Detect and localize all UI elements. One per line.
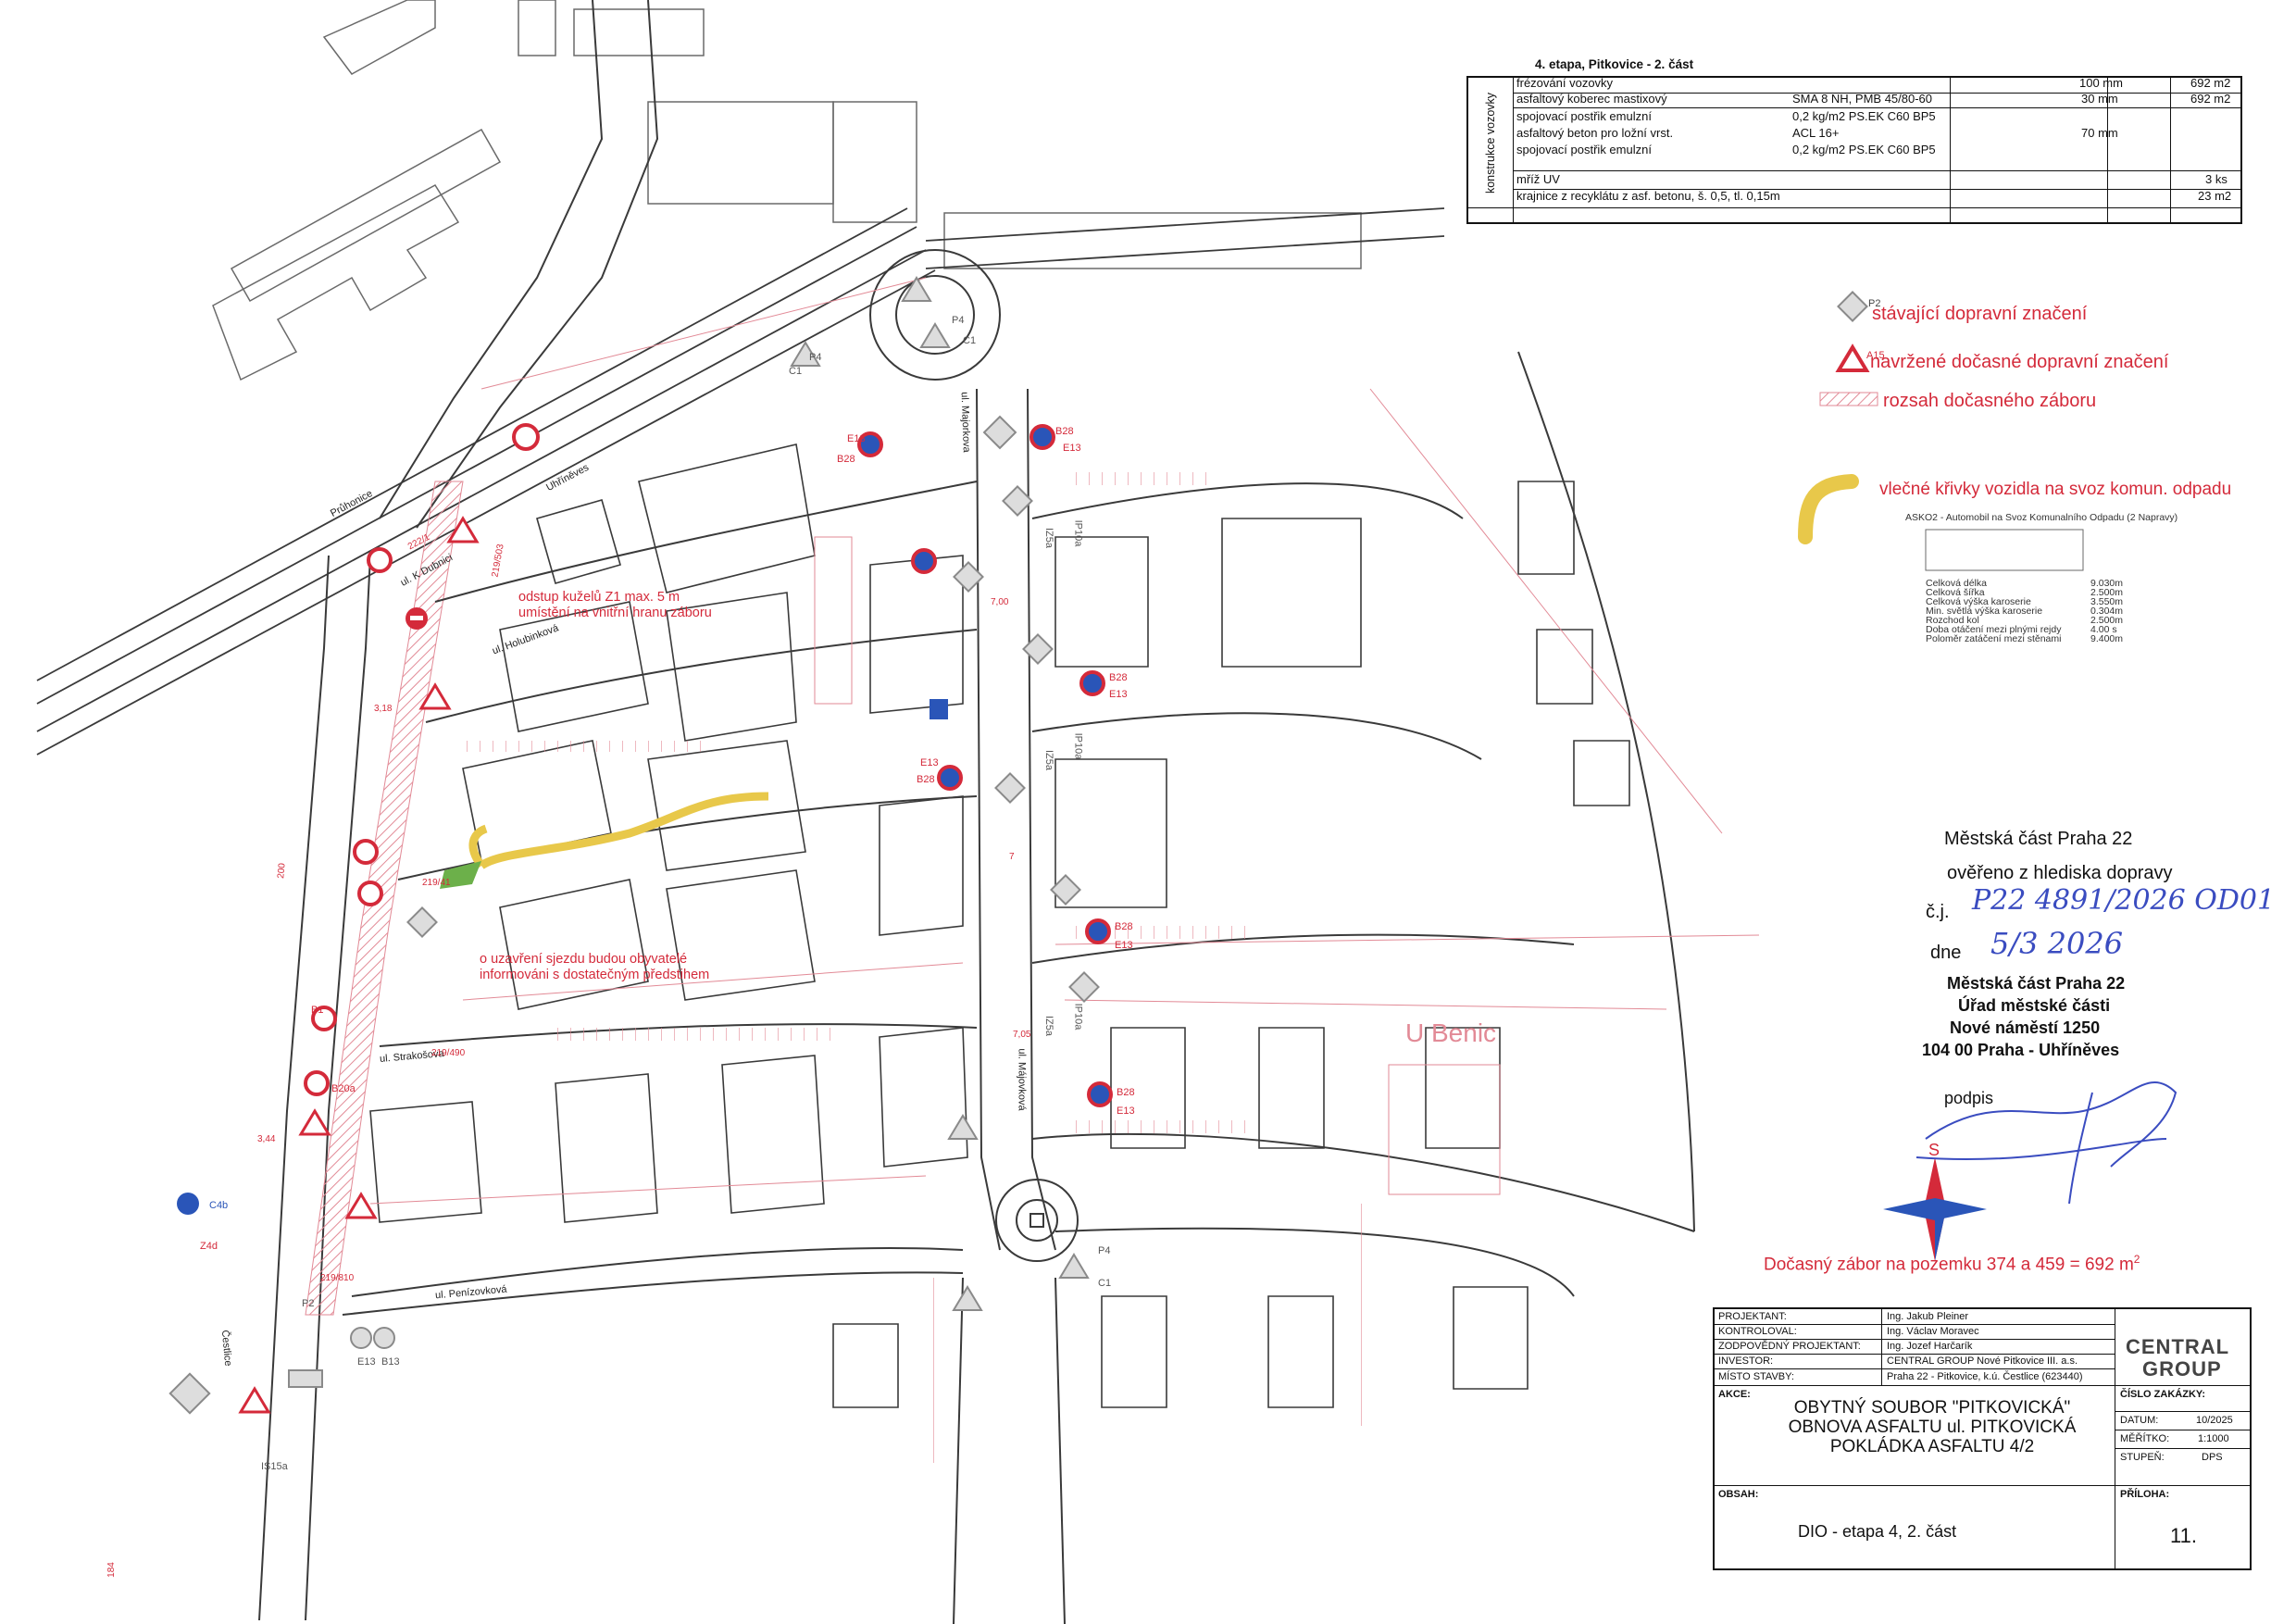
occupation-hatch	[305, 481, 464, 1316]
quantity-row-1: frézování vozovky 100 mm 692 m2	[1516, 76, 2231, 90]
stamp-ref-label: č.j.	[1926, 902, 1950, 922]
occupation-total: Dočasný zábor na pozemku 374 a 459 = 692…	[1764, 1253, 2140, 1275]
quantity-row-6: mříž UV 3 ks	[1516, 172, 2227, 186]
quantity-row-4: asfaltový beton pro ložní vrst. ACL 16+ …	[1516, 126, 2118, 140]
buildings	[369, 443, 1630, 1408]
quantity-table-grid: konstrukce vozovky	[1466, 76, 2242, 224]
stamp-ref-value: P22 4891/2026 OD01	[1972, 884, 2276, 917]
parking-bays	[463, 472, 1365, 1463]
tb-scale-label: MĚŘÍTKO:	[2120, 1433, 2170, 1444]
stamp-authority: Městská část Praha 22	[1944, 829, 2133, 849]
tb-date-label: DATUM:	[2120, 1415, 2159, 1426]
existing-signs	[168, 276, 1100, 1415]
tb-role-label-5: MÍSTO STAVBY:	[1718, 1371, 1794, 1382]
quantity-table-side-label: konstrukce vozovky	[1484, 92, 1498, 194]
legend-proposed: navržené dočasné dopravní značení	[1870, 352, 2169, 372]
tb-role-value-1: Ing. Jakub Pleiner	[1887, 1311, 1969, 1322]
legend-existing: stávající dopravní značení	[1872, 304, 2088, 324]
tb-annex: 11.	[2170, 1524, 2197, 1547]
tb-date-value: 10/2025	[2196, 1415, 2233, 1426]
internal-streets	[342, 351, 1695, 1624]
turning-curve	[440, 792, 769, 889]
quantity-table-title: 4. etapa, Pitkovice - 2. část	[1535, 57, 1694, 71]
tb-action-label: AKCE:	[1718, 1389, 1751, 1400]
tb-stage-value: DPS	[2202, 1452, 2223, 1463]
tb-order-label: ČÍSLO ZAKÁZKY:	[2120, 1389, 2206, 1400]
quantity-table: 4. etapa, Pitkovice - 2. část konstrukce…	[1466, 57, 2242, 224]
legend-turning-curves: vlečné křivky vozidla na svoz komun. odp…	[1879, 480, 2232, 499]
legend-proposed-code: A15	[1866, 350, 1885, 361]
north-label: S	[1928, 1141, 1940, 1159]
quantity-row-3: spojovací postřik emulzní 0,2 kg/m2 PS.E…	[1516, 109, 1936, 123]
company-logo-bottom: GROUP	[2142, 1357, 2222, 1380]
legend-existing-code: P2	[1868, 298, 1881, 309]
tb-annex-label: PŘÍLOHA:	[2120, 1489, 2170, 1500]
tb-action-lines: OBYTNÝ SOUBOR "PITKOVICKÁ" OBNOVA ASFALT…	[1788, 1398, 2077, 1456]
railway-lines	[36, 207, 1445, 756]
street-majorkova-top: ul. Majorkova	[958, 392, 972, 453]
stamp-date-value: 5/3 2026	[1990, 926, 2124, 961]
quantity-row-2: asfaltový koberec mastixový SMA 8 NH, PM…	[1516, 92, 2231, 106]
north-arrow	[1883, 1157, 1987, 1261]
street-majovkova: ul. Májovková	[1016, 1048, 1028, 1111]
roundabout-top	[869, 249, 1001, 381]
tb-role-label-2: KONTROLOVAL:	[1718, 1326, 1797, 1337]
legend-symbols	[1798, 291, 2084, 571]
tb-role-label-1: PROJEKTANT:	[1718, 1311, 1787, 1322]
title-block: PROJEKTANT: Ing. Jakub Pleiner KONTROLOV…	[1713, 1307, 2252, 1570]
quantity-row-5: spojovací postřik emulzní 0,2 kg/m2 PS.E…	[1516, 143, 1936, 156]
temporary-signs	[177, 423, 1113, 1414]
company-logo-top: CENTRAL	[2126, 1335, 2230, 1358]
tb-stage-label: STUPEŇ:	[2120, 1452, 2165, 1463]
label-u-benic: U Benic	[1405, 1018, 1497, 1047]
stamp-signature-label: podpis	[1944, 1089, 1994, 1107]
tb-content: DIO - etapa 4, 2. část	[1798, 1522, 1957, 1541]
roundabout-bottom	[995, 1179, 1079, 1262]
vehicle-title: ASKO2 - Automobil na Svoz Komunalního Od…	[1905, 512, 2178, 523]
legend-occupation: rozsah dočasného záboru	[1883, 391, 2097, 411]
tb-role-value-4: CENTRAL GROUP Nové Pitkovice III. a.s.	[1887, 1355, 2078, 1367]
signature	[1915, 1081, 2177, 1205]
tb-role-value-3: Ing. Jozef Harčarík	[1887, 1341, 1973, 1352]
tb-scale-value: 1:1000	[2198, 1433, 2229, 1444]
tb-role-value-2: Ing. Václav Moravec	[1887, 1326, 1979, 1337]
tb-content-label: OBSAH:	[1718, 1489, 1759, 1500]
quantity-row-7: krajnice z recyklátu z asf. betonu, š. 0…	[1516, 189, 2232, 203]
main-road	[258, 0, 659, 1621]
tb-role-value-5: Praha 22 - Pitkovice, k.ú. Čestlice (623…	[1887, 1371, 2083, 1382]
top-buildings	[212, 0, 1362, 381]
tb-role-label-3: ZODPOVĚDNÝ PROJEKTANT:	[1718, 1341, 1861, 1352]
parcel-lines	[369, 277, 1760, 1205]
stamp-date-label: dne	[1930, 943, 1962, 963]
stamp-verified: ověřeno z hlediska dopravy	[1947, 863, 2173, 883]
tb-role-label-4: INVESTOR:	[1718, 1355, 1774, 1367]
